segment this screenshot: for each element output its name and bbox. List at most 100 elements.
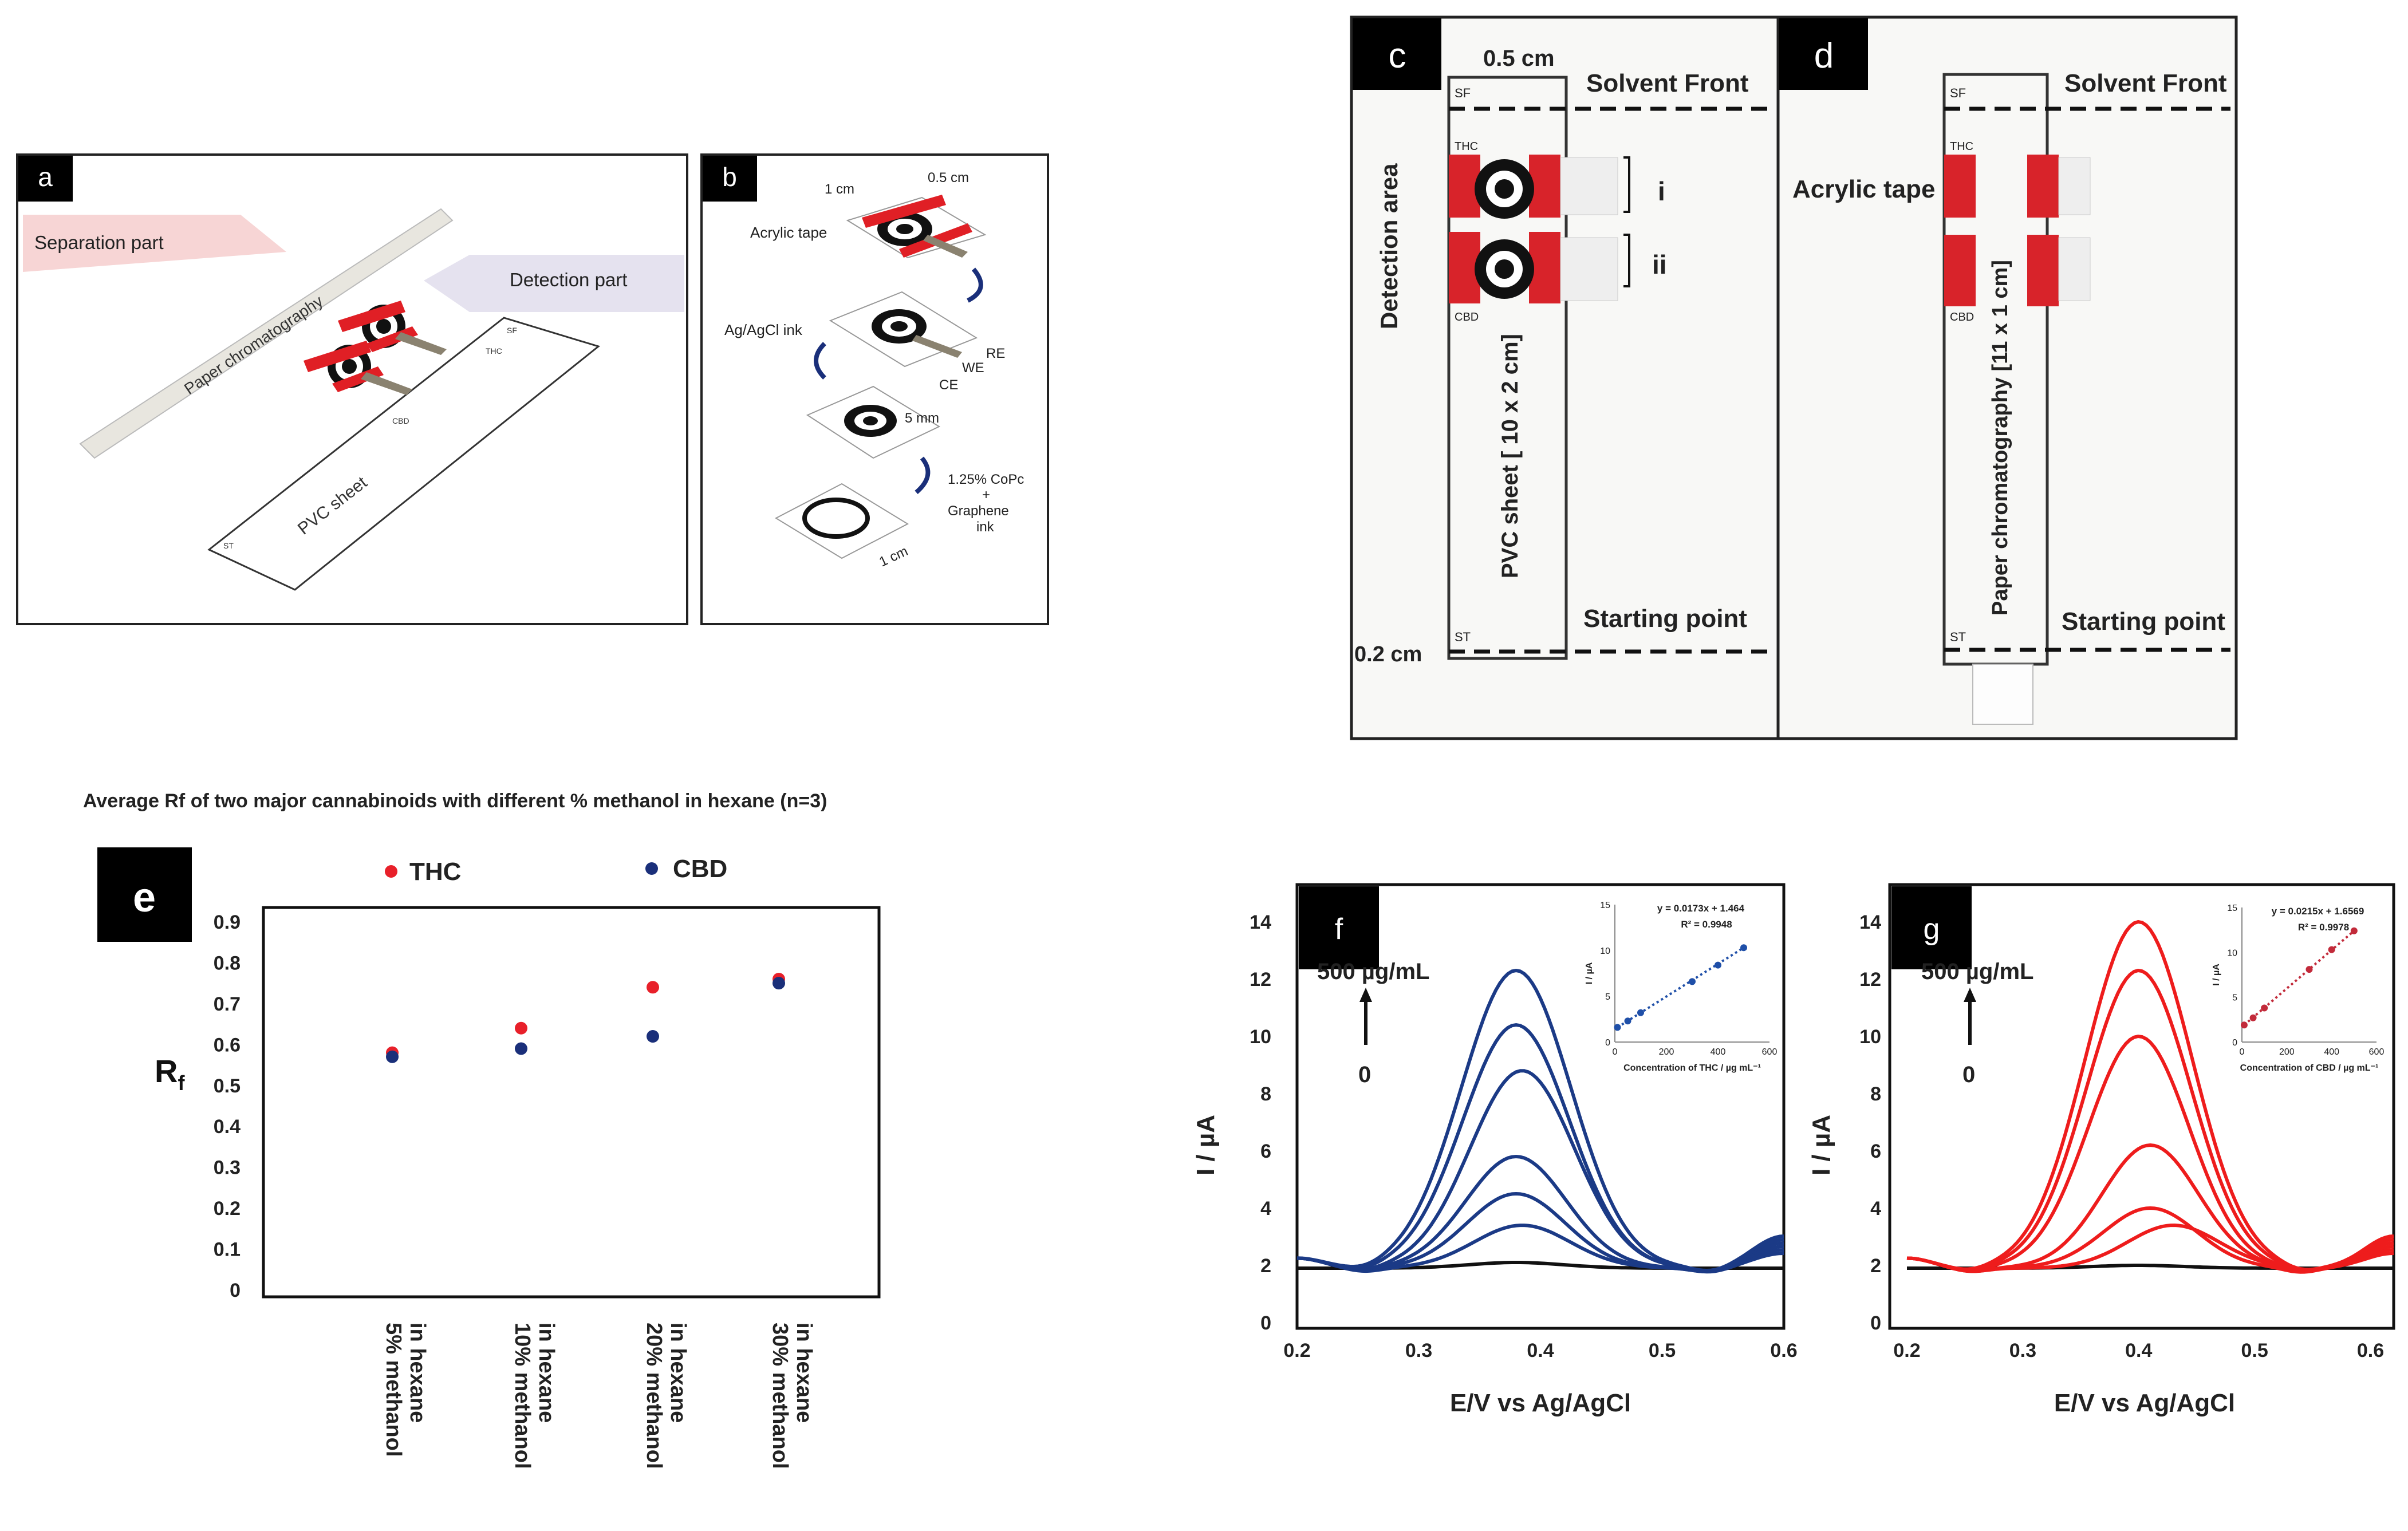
panel-e-letter: e: [133, 875, 156, 921]
f-inset-xtick: 400: [1711, 1047, 1726, 1057]
f-inset-ytick: 5: [1605, 992, 1610, 1002]
offset-label: 0.2 cm: [1354, 642, 1422, 666]
g-voltammogram-curve: [1906, 920, 2394, 1272]
rf-axis-label: Rf: [155, 1053, 185, 1095]
g-inset-xlabel: Concentration of CBD / µg mL⁻¹: [2240, 1063, 2379, 1073]
sensor-ii: [1449, 232, 1618, 303]
f-inset-fit-line: [1617, 946, 1745, 1029]
e-points: [386, 973, 785, 1063]
f-inset-ytick: 10: [1600, 946, 1610, 956]
thc-mark: THC: [486, 346, 502, 356]
f-ytick-label: 2: [1260, 1255, 1271, 1277]
panel-c-letter: c: [1389, 36, 1406, 76]
f-xtick-label: 0.5: [1649, 1340, 1676, 1362]
g-inset-ytick: 15: [2227, 903, 2237, 913]
acrylic-tape-label: Acrylic tape: [750, 224, 827, 241]
e-ytick-label: 0.3: [214, 1157, 241, 1179]
electrode-pair-illustration: [304, 301, 447, 395]
width-label: 0.5 cm: [1483, 46, 1555, 71]
panel-d: d Solvent Front Starting point Acrylic t…: [1776, 15, 2238, 740]
separation-part-label: Separation part: [34, 232, 164, 253]
g-ytick-label: 6: [1870, 1141, 1881, 1162]
g-ytick-label: 4: [1870, 1198, 1881, 1220]
cbd-mark-d: CBD: [1950, 311, 1974, 323]
g-inset-equation: y = 0.0215x + 1.6569: [2272, 906, 2364, 917]
e-xtick-line1: 5% methanol: [381, 1323, 405, 1457]
panel-g-letter: g: [1924, 913, 1940, 946]
g-inset-xtick: 400: [2324, 1047, 2339, 1057]
legend-cbd-label: CBD: [673, 855, 727, 883]
e-ytick-label: 0.9: [214, 912, 241, 933]
g-inset-point: [2328, 946, 2335, 953]
f-inset-ytick: 15: [1600, 901, 1610, 910]
e-xtick-line2: in hexane: [405, 1323, 429, 1423]
sensor-ii-label: ii: [1652, 250, 1667, 279]
panel-a: a Separation part Detection part Paper c…: [16, 153, 688, 625]
dim-1cm-label: 1 cm: [825, 181, 854, 197]
g-inset-ytick: 5: [2232, 993, 2237, 1003]
g-inset-ytick: 10: [2227, 948, 2237, 958]
g-inset-xtick: 200: [2279, 1047, 2295, 1057]
g-xtick-label: 0.5: [2241, 1340, 2268, 1362]
g-ytick-label: 0: [1870, 1312, 1881, 1334]
f-inset-point: [1637, 1009, 1644, 1016]
agagcl-ink-label: Ag/AgCl ink: [724, 321, 803, 338]
g-inset-xtick: 600: [2369, 1047, 2385, 1057]
panel-f: f 500 µg/mL 0 I / µA E/V vs Ag/AgCl 0246…: [1192, 883, 1798, 1417]
g-inset-ytick: 0: [2232, 1038, 2237, 1048]
f-y-axis-label: I / µA: [1192, 1115, 1220, 1175]
g-inset-point: [2249, 1014, 2257, 1021]
panel-c: c 0.5 cm Solvent Front Starting point 0.…: [1350, 15, 1780, 740]
copc-label-4: ink: [976, 519, 995, 535]
f-inset-xlabel: Concentration of THC / µg mL⁻¹: [1623, 1063, 1761, 1073]
e-ytick-label: 0.1: [214, 1239, 241, 1261]
f-inset-point: [1689, 978, 1696, 985]
sensor-i-label: i: [1658, 176, 1665, 206]
f-voltammogram-curve: [1296, 968, 1784, 1273]
f-xtick-label: 0.4: [1527, 1340, 1554, 1362]
panel-e: Average Rf of two major cannabinoids wit…: [83, 790, 881, 1469]
e-point-thc: [515, 1021, 527, 1035]
solvent-front-label-c: Solvent Front: [1586, 69, 1749, 97]
solvent-front-label-d: Solvent Front: [2064, 69, 2227, 97]
e-ytick-label: 0.6: [214, 1034, 241, 1056]
g-xtick-label: 0.3: [2009, 1340, 2036, 1362]
paper-chromatography-dim-label: Paper chromatography [11 x 1 cm]: [1988, 260, 2012, 615]
dim-5mm-label: 5 mm: [905, 411, 939, 426]
g-y-axis-label: I / µA: [1807, 1115, 1835, 1175]
legend-cbd-marker: [645, 862, 658, 875]
g-inset-xtick: 0: [2240, 1047, 2245, 1057]
f-conc-label: 500 µg/mL: [1317, 959, 1429, 984]
e-point-cbd: [773, 977, 785, 990]
e-xtick-line2: in hexane: [792, 1323, 816, 1423]
e-legend: THC CBD: [385, 855, 727, 886]
starting-point-label-d: Starting point: [2062, 607, 2225, 636]
we-label: WE: [962, 360, 984, 376]
detection-area-label: Detection area: [1376, 163, 1402, 329]
g-ytick-label: 12: [1859, 969, 1881, 991]
g-inset-point: [2240, 1021, 2248, 1029]
e-xtick-line1: 20% methanol: [642, 1323, 666, 1469]
copc-label-3: Graphene: [948, 503, 1009, 519]
e-ytick-label: 0.7: [214, 993, 241, 1015]
g-conc-label: 500 µg/mL: [1921, 959, 2033, 984]
g-inset-point: [2261, 1004, 2268, 1012]
st-mark-d: ST: [1950, 630, 1966, 644]
g-ytick-label: 8: [1870, 1083, 1881, 1105]
copc-label-2: +: [982, 487, 990, 503]
f-ytick-label: 0: [1260, 1312, 1271, 1334]
e-point-cbd: [647, 1030, 659, 1043]
f-ytick-label: 8: [1260, 1083, 1271, 1105]
thc-mark-d: THC: [1950, 140, 1973, 153]
st-mark: ST: [223, 541, 234, 550]
e-ytick-label: 0.8: [214, 952, 241, 974]
dim-05cm-label: 0.5 cm: [928, 170, 969, 186]
panel-b: b 1 cm 0.5 cm Acrylic tape Ag/AgCl ink R…: [700, 153, 1049, 625]
e-point-cbd: [515, 1042, 527, 1055]
